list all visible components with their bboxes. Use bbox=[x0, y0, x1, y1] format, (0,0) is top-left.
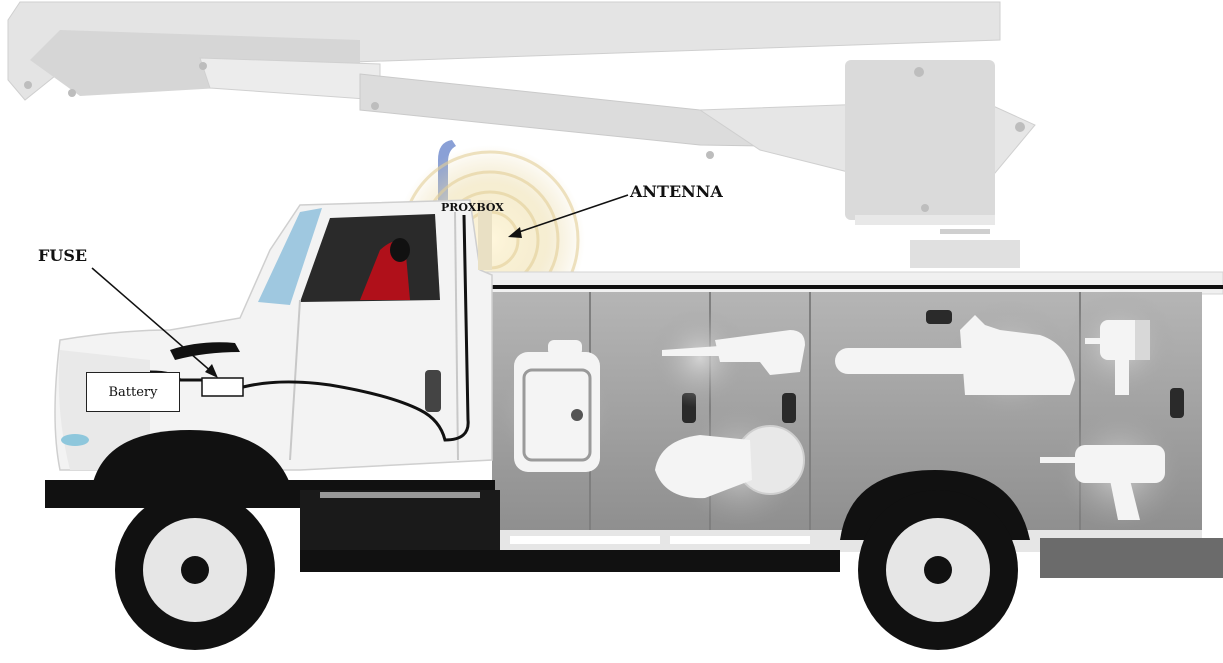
proxbox-label: PROXBOX bbox=[441, 201, 504, 214]
fuse-box bbox=[202, 378, 243, 396]
battery-box: Battery bbox=[86, 372, 180, 412]
rear-wheel bbox=[840, 470, 1030, 650]
truck-cab bbox=[55, 200, 492, 470]
front-wheel bbox=[90, 430, 295, 650]
antenna-label: ANTENNA bbox=[630, 182, 723, 201]
fuse-label: FUSE bbox=[38, 246, 87, 265]
rotary-hammer-icon bbox=[1065, 290, 1175, 400]
